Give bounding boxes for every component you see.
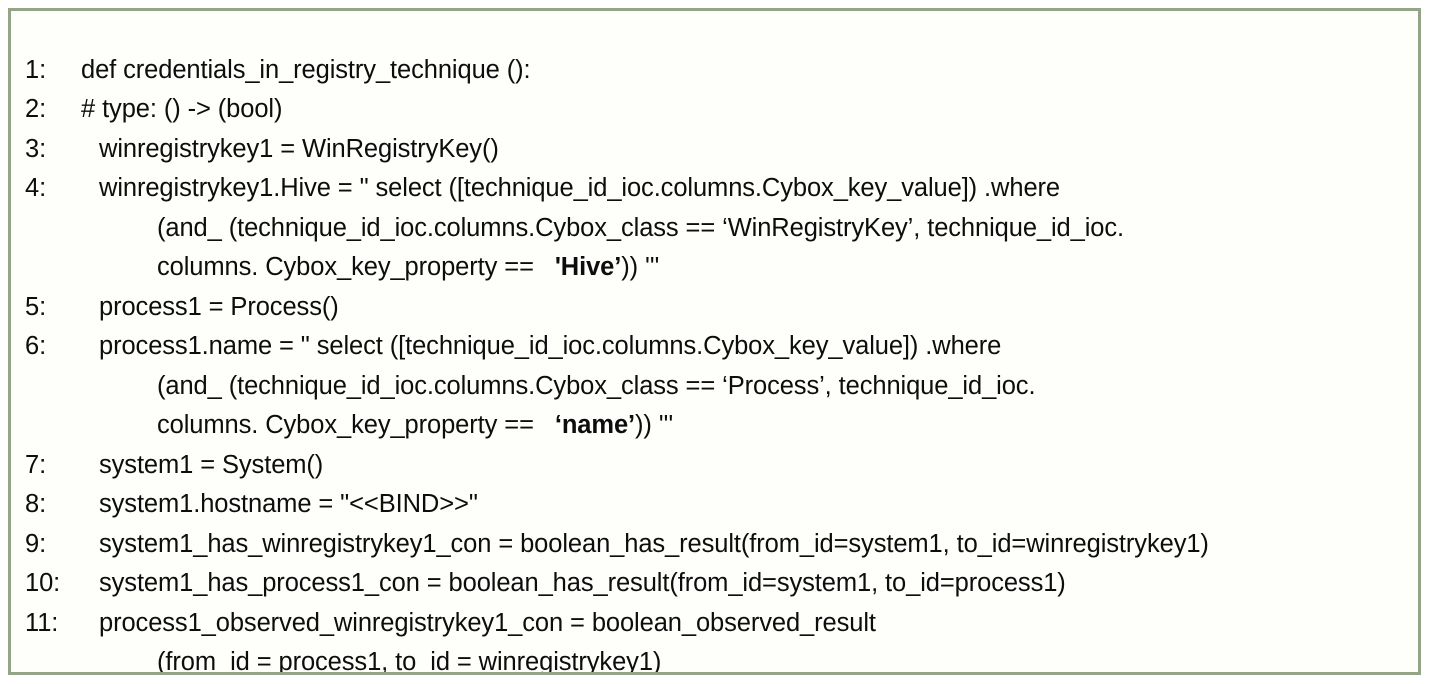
code-text: winregistrykey1.Hive = " select ([techni… (99, 174, 1060, 202)
line-content: winregistrykey1.Hive = " select ([techni… (81, 169, 1060, 209)
code-text: system1.hostname = "<<BIND>>" (99, 490, 478, 518)
code-line: 5: process1 = Process() (25, 288, 1408, 328)
code-text: (from_id = process1, to_id = winregistry… (157, 648, 662, 675)
line-number: 8: (25, 490, 47, 518)
code-line: 6: process1.name = " select ([technique_i… (25, 327, 1408, 367)
line-content: (and_ (technique_id_ioc.columns.Cybox_cl… (81, 367, 1036, 407)
line-number: 5: (25, 292, 47, 321)
line-number: 2: (25, 95, 47, 123)
line-content: system1_has_process1_con = boolean_has_r… (81, 564, 1066, 604)
code-line-continuation: columns. Cybox_key_property == 'Hive’)) … (25, 248, 1408, 288)
code-text: process1 = Process() (99, 292, 339, 321)
line-content: columns. Cybox_key_property == ‘name’)) … (81, 406, 673, 446)
line-number: 9: (25, 529, 47, 558)
code-literal: ‘name’ (554, 411, 636, 439)
code-line: 7: system1 = System() (25, 446, 1408, 486)
line-content: process1.name = " select ([technique_id_… (81, 327, 1001, 367)
line-content: system1.hostname = "<<BIND>>" (81, 485, 478, 525)
code-line: 1: def credentials_in_registry_technique … (25, 51, 1408, 91)
line-number: 6: (25, 332, 47, 360)
line-content: system1 = System() (81, 446, 323, 486)
code-line: 2: # type: () -> (bool) (25, 90, 1408, 130)
line-content: process1 = Process() (81, 288, 339, 328)
code-line-continuation: columns. Cybox_key_property == ‘name’)) … (25, 406, 1408, 446)
code-line: 10: system1_has_process1_con = boolean_ha… (25, 564, 1408, 604)
line-number: 1: (25, 55, 47, 84)
line-number: 11: (25, 608, 59, 637)
line-content: (and_ (technique_id_ioc.columns.Cybox_cl… (81, 209, 1124, 249)
code-text: process1_observed_winregistrykey1_con = … (99, 608, 876, 637)
code-text: system1 = System() (99, 450, 324, 479)
line-number: 7: (25, 450, 47, 479)
code-text: columns. Cybox_key_property == (157, 253, 555, 281)
code-text: (and_ (technique_id_ioc.columns.Cybox_cl… (157, 213, 1124, 242)
line-content: (from_id = process1, to_id = winregistry… (81, 643, 662, 675)
line-content: columns. Cybox_key_property == 'Hive’)) … (81, 248, 659, 288)
line-number: 3: (25, 134, 47, 163)
code-line-continuation: (and_ (technique_id_ioc.columns.Cybox_cl… (25, 367, 1408, 407)
code-text: )) ''' (621, 253, 660, 281)
code-text: # type: () -> (bool) (81, 95, 283, 123)
code-text: columns. Cybox_key_property == (157, 411, 555, 439)
line-content: process1_observed_winregistrykey1_con = … (81, 604, 876, 644)
line-content: winregistrykey1 = WinRegistryKey() (81, 130, 499, 170)
code-text: winregistrykey1 = WinRegistryKey() (99, 134, 499, 163)
code-text: def credentials_in_registry_technique ()… (81, 55, 531, 84)
code-line: 11: process1_observed_winregistrykey1_con… (25, 604, 1408, 644)
code-line: 8: system1.hostname = "<<BIND>>" (25, 485, 1408, 525)
code-line: 9: system1_has_winregistrykey1_con = bool… (25, 525, 1408, 565)
line-number: 4: (25, 174, 47, 202)
code-text: system1_has_process1_con = boolean_has_r… (99, 569, 1066, 597)
line-content: # type: () -> (bool) (81, 90, 282, 130)
line-number: 10: (25, 569, 61, 597)
code-text: (and_ (technique_id_ioc.columns.Cybox_cl… (157, 371, 1036, 400)
code-line-continuation: (from_id = process1, to_id = winregistry… (25, 643, 1408, 675)
code-text: system1_has_winregistrykey1_con = boolea… (99, 529, 1209, 558)
code-listing: 1: def credentials_in_registry_technique … (25, 51, 1408, 675)
line-content: def credentials_in_registry_technique ()… (81, 51, 531, 91)
code-frame-border: 1: def credentials_in_registry_technique … (8, 8, 1421, 675)
code-line-continuation: (and_ (technique_id_ioc.columns.Cybox_cl… (25, 209, 1408, 249)
line-content: system1_has_winregistrykey1_con = boolea… (81, 525, 1209, 565)
code-text: )) ''' (635, 411, 674, 439)
code-text: process1.name = " select ([technique_id_… (99, 332, 1002, 360)
code-literal: 'Hive’ (554, 253, 622, 281)
code-line: 3: winregistrykey1 = WinRegistryKey() (25, 130, 1408, 170)
code-line: 4: winregistrykey1.Hive = " select ([tech… (25, 169, 1408, 209)
